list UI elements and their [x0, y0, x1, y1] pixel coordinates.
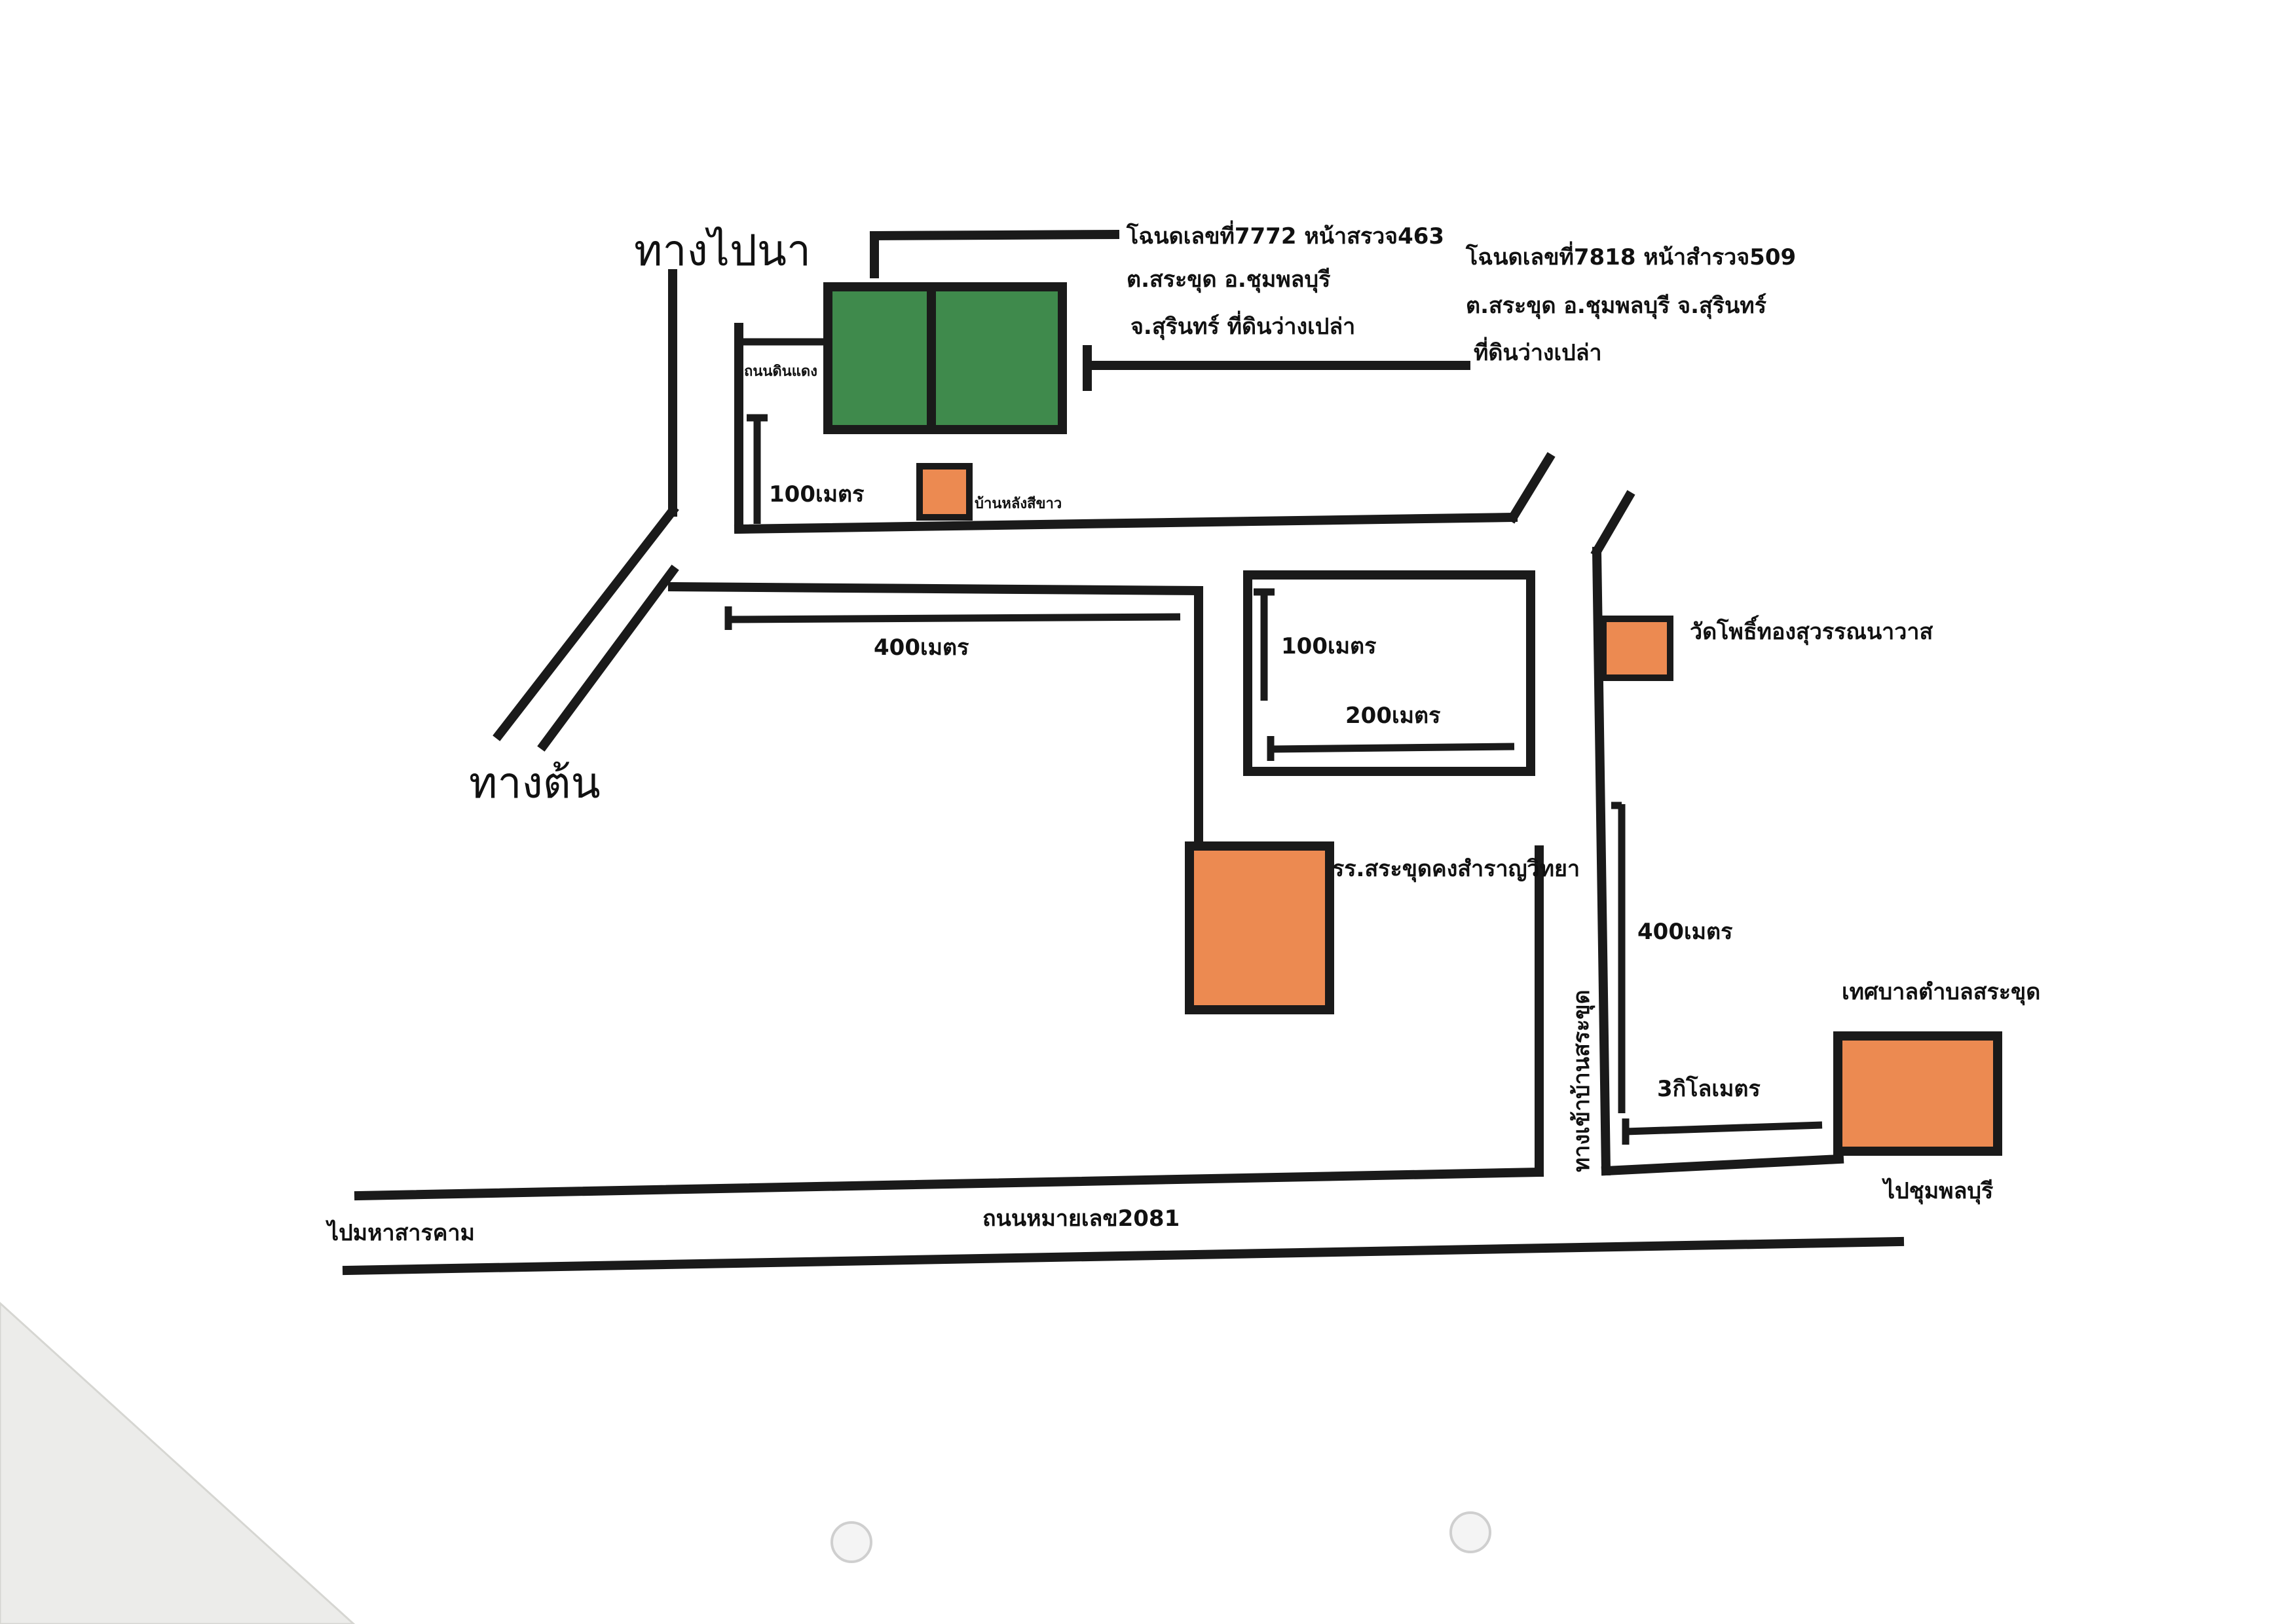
label-deed-1-line2: ต.สระขุด อ.ชุมพลบุรี	[1127, 267, 1331, 293]
school-building	[1185, 841, 1334, 1014]
label-origin: ทางต้น	[469, 758, 601, 808]
label-deed-1-line1: โฉนดเลขที่7772 หน้าสรวจ463	[1126, 220, 1444, 249]
label-dist-100m-b: 100เมตร	[1281, 633, 1377, 659]
diagonal-road-left-edge	[493, 504, 679, 741]
label-deed-1-line3: จ.สุรินทร์ ที่ดินว่างเปล่า	[1130, 310, 1355, 341]
white-house	[916, 463, 973, 521]
label-municipality: เทศบาลตำบลสระขุด	[1842, 979, 2040, 1006]
east-road-upper	[734, 512, 1518, 534]
label-to-chumphon: ไปชุมพลบุรี	[1882, 1177, 1994, 1205]
village-road-top	[1590, 490, 1635, 558]
label-village-entrance: ทางเข้าบ้านสระขุด	[1569, 989, 1595, 1172]
label-dist-3km: 3กิโลเมตร	[1657, 1075, 1761, 1102]
label-deed-2-line2: ต.สระขุด อ.ชุมพลบุรี จ.สุรินทร์	[1466, 293, 1767, 320]
school-road-top	[667, 581, 1204, 596]
label-dist-200m: 200เมตร	[1345, 703, 1441, 729]
label-dist-400m-b: 400เมตร	[1637, 919, 1733, 945]
label-dist-100m-a: 100เมตร	[769, 481, 865, 507]
municipality-building	[1833, 1031, 2002, 1156]
dist-200m-bar	[1270, 743, 1515, 753]
label-house: บ้านหลังสีขาว	[975, 496, 1062, 512]
label-dirt-road: ถนนดินแดง	[744, 363, 817, 380]
punch-hole-left	[830, 1521, 872, 1563]
east-road-upper-end	[1506, 452, 1556, 524]
label-to-field: ทางไปนา	[634, 225, 811, 276]
dist-3km-bar	[1625, 1121, 1823, 1135]
block-100x200	[1243, 570, 1535, 776]
label-deed-2-line1: โฉนดเลขที่7818 หน้าสำรวจ509	[1465, 241, 1796, 270]
highway-2081-line	[342, 1236, 1905, 1276]
label-school: รร.สระขุดคงสำราญวิทยา	[1332, 856, 1580, 883]
deed-1-leader	[869, 229, 1120, 241]
village-road-bottom	[1601, 1154, 1844, 1176]
dist-400m-a-bar	[728, 613, 1181, 623]
label-temple: วัดโพธิ์ทองสุวรรณนาวาส	[1690, 615, 1933, 646]
diagonal-road-right-edge	[537, 564, 679, 752]
label-deed-2-line3: ที่ดินว่างเปล่า	[1474, 337, 1602, 366]
punch-hole-right	[1449, 1511, 1491, 1553]
label-highway: ถนนหมายเลข2081	[982, 1206, 1180, 1232]
label-to-mahasarakham: ไปมหาสารคาม	[326, 1219, 475, 1246]
folded-page-corner	[0, 1301, 356, 1624]
village-road	[1592, 546, 1611, 1176]
land-plot-7772	[823, 282, 1067, 434]
temple-building	[1600, 616, 1673, 681]
label-dist-400m-a: 400เมตร	[874, 635, 969, 661]
school-road-bottom	[354, 1167, 1544, 1201]
